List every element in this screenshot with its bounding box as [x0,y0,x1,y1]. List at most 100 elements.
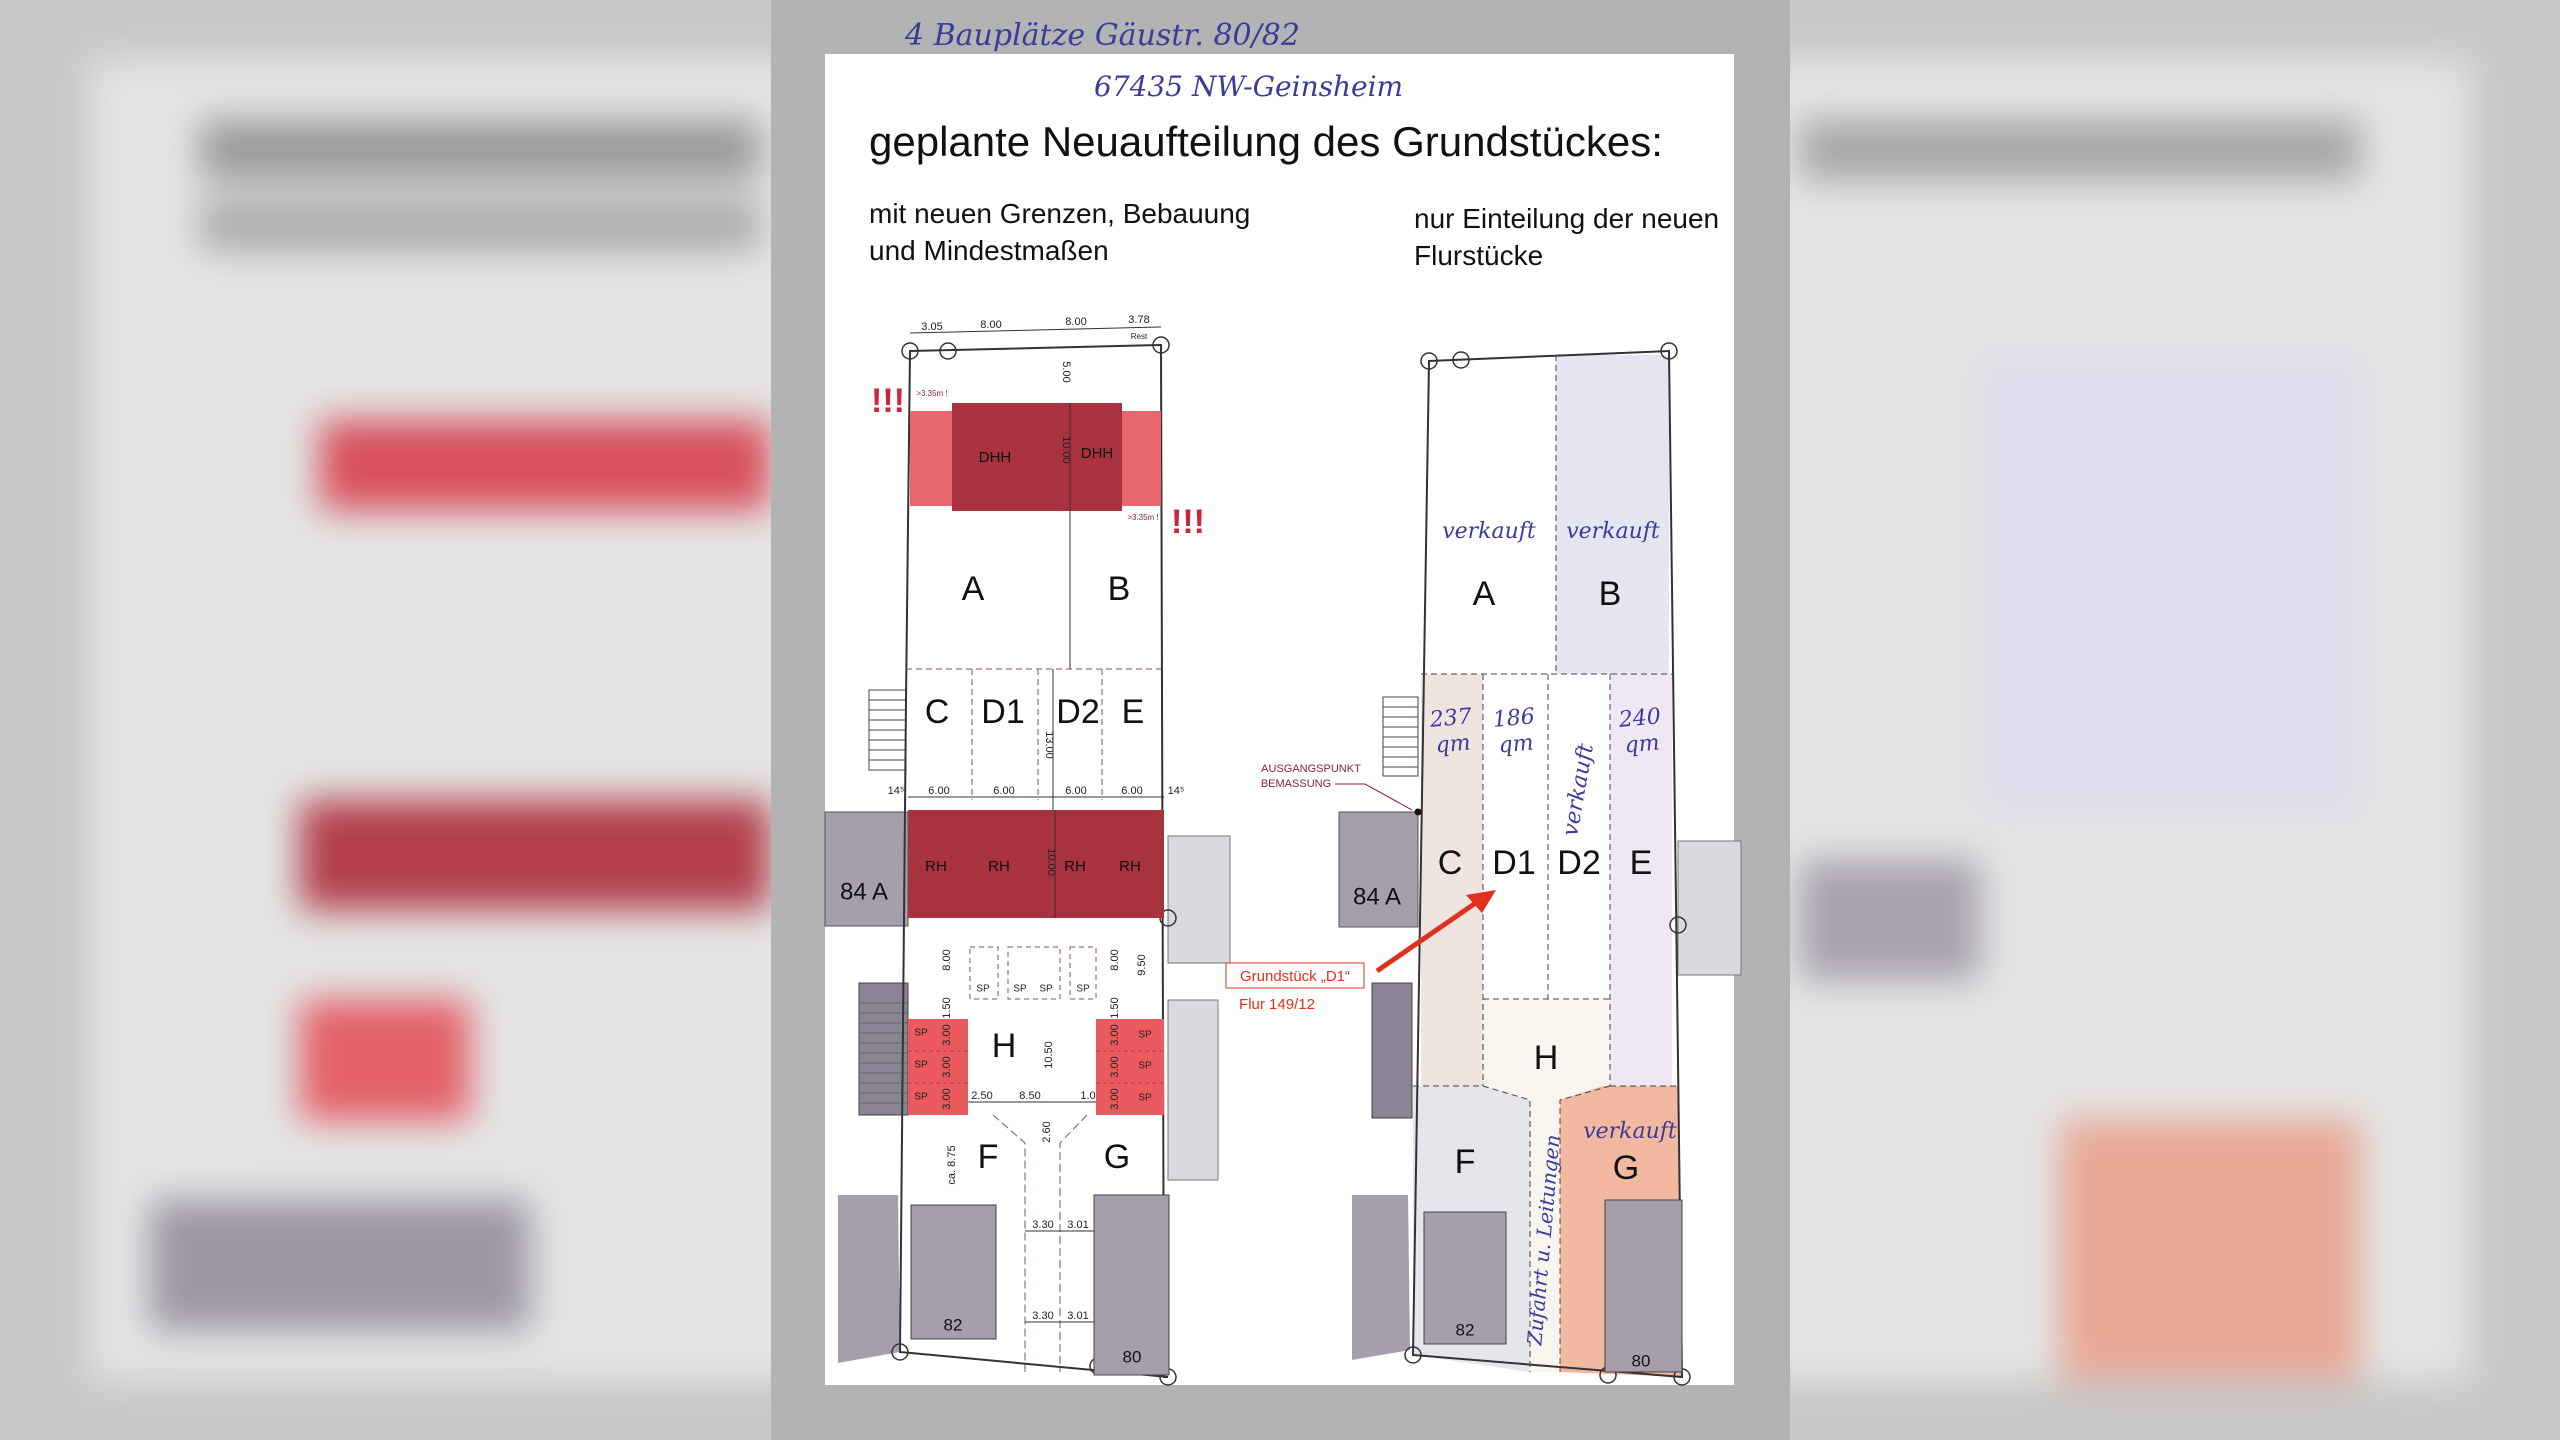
plot-label-f: F [978,1138,999,1176]
dim-rh-depth: 10.00 [1045,848,1057,876]
dim-row-width-2: 6.00 [993,785,1014,797]
dim-top-2: 8.00 [980,319,1001,331]
origin-leader-line [1335,783,1413,811]
neighbour-right [1167,835,1231,964]
left-subtitle-line1: mit neuen Grenzen, Bebauung [869,198,1251,229]
origin-label-line2: BEMASSUNG [1261,778,1331,790]
dim-min-gap-2: >3.35m ! [1127,513,1158,522]
dim-parking-right-6: 3.00 [1109,1088,1121,1109]
plot-label-d2: D2 [1056,693,1099,731]
dim-parking-left-3: 3.00 [941,1024,953,1045]
callout-flur: Flur 149/12 [1239,996,1315,1013]
dim-parking-right-2: 9.50 [1136,954,1148,975]
dim-parking-right-4: 3.00 [1109,1024,1121,1045]
dim-h-depth: 10.50 [1043,1041,1055,1069]
rh-label-4: RH [1119,858,1141,875]
boundary-markers [891,336,1177,1386]
status-b-sold: verkauft [1566,519,1660,544]
dim-parking-left-5: 3.00 [941,1088,953,1109]
parking-right-3: SP [1138,1093,1152,1104]
right-plot-label-h: H [1534,1039,1559,1077]
plot-e-area [1610,674,1672,1086]
building-80 [1093,1194,1170,1376]
rh-footprint [908,810,1164,918]
neighbour-84a-label: 84 A [840,878,888,905]
dim-parking-left-1: 8.00 [941,949,953,970]
plot-label-b: B [1108,570,1131,608]
right-plot-label-a: A [1473,575,1496,613]
neighbour-84a-right [1338,811,1419,928]
building-82-right-label: 82 [1456,1320,1475,1339]
plot-label-h: H [992,1027,1017,1065]
building-82-right [1423,1211,1507,1345]
parking-left-1: SP [914,1028,928,1039]
status-a-sold: verkauft [1442,519,1536,544]
dim-row-width-1: 6.00 [928,785,949,797]
dim-top-4: 3.78 [1128,314,1149,326]
dim-parking-left-2: 1.50 [941,997,953,1018]
right-plan: 84 A A B C D1 D2 E H F G 82 [1225,342,1742,1386]
dim-access-2a: 3.30 [1032,1310,1053,1322]
dim-parking-right-3: 1.50 [1109,997,1121,1018]
dim-setback: 5.00 [1060,361,1072,382]
left-plan: DHH DHH !!! !!! 3.05 8.00 8.00 3.78 Rest… [824,314,1231,1386]
parking-top-2: SP [1013,984,1027,995]
dim-h-width-1: 2.50 [971,1090,992,1102]
right-plot-label-d1: D1 [1492,844,1535,882]
dim-access-1a: 3.30 [1032,1219,1053,1231]
stairs-icon [1371,696,1419,1119]
dim-f-depth: ca. 8.75 [946,1145,958,1184]
right-plot-label-d2: D2 [1557,844,1600,882]
parking-top-1: SP [976,984,990,995]
left-subtitle: mit neuen Grenzen, Bebauung und Mindestm… [869,195,1250,269]
plot-label-d1: D1 [981,693,1024,731]
plot-a-area [1429,361,1556,674]
parking-top-4: SP [1076,984,1090,995]
right-plot-label-b: B [1599,575,1622,613]
dim-parking-left-4: 3.00 [941,1056,953,1077]
plot-d-area [1483,674,1610,999]
building-80-right-label: 80 [1632,1351,1651,1370]
dim-min-gap-1: >3.35m ! [916,389,947,398]
left-subtitle-line2: und Mindestmaßen [869,235,1109,266]
neighbour-right-plot [1677,840,1742,976]
parking-left-3: SP [914,1092,928,1103]
parking-left-2: SP [914,1060,928,1071]
building-80-right [1604,1199,1683,1373]
neighbour-right-2 [1167,999,1219,1181]
dim-h-width-2: 8.50 [1019,1090,1040,1102]
dim-top-1: 3.05 [921,321,942,333]
callout-box [1225,962,1365,989]
handwritten-address-line2: 67435 NW-Geinsheim [1094,70,1404,103]
warning-mark-left: !!! [871,382,905,420]
area-e: 240 qm [1617,704,1662,759]
dim-top-3: 8.00 [1065,316,1086,328]
neighbour-84a [824,811,909,927]
plot-label-c: C [925,693,950,731]
building-82-label: 82 [944,1315,963,1334]
right-subtitle-line1: nur Einteilung der neuen [1414,203,1720,234]
origin-label-line1: AUSGANGSPUNKT [1261,763,1361,775]
status-g-sold: verkauft [1583,1119,1677,1144]
right-subtitle: nur Einteilung der neuen Flurstücke [1414,200,1719,274]
handwritten-address-line1: 4 Bauplätze Gäustr. 80/82 [905,18,1300,53]
parking-top-3: SP [1039,984,1053,995]
rh-label-1: RH [925,858,947,875]
right-plot-boundary [1411,349,1684,1379]
dim-parking-right-1: 8.00 [1109,949,1121,970]
parking-right [1096,1019,1164,1115]
dim-rest: Rest [1131,332,1148,341]
dim-h-width-3: 1.0 [1080,1090,1095,1102]
callout-plot: Grundstück „D1“ [1240,968,1350,985]
plot-label-e: E [1122,693,1145,731]
dim-row-depth: 13.00 [1043,731,1055,759]
parking-right-2: SP [1138,1061,1152,1072]
dim-dhh-depth: 10.00 [1060,436,1072,464]
right-subtitle-line2: Flurstücke [1414,240,1544,271]
neighbour-84a-right-label: 84 A [1353,883,1401,910]
page-title: geplante Neuaufteilung des Grundstückes: [869,118,1663,165]
dhh-label-1: DHH [979,449,1012,466]
plot-h-area [1483,999,1610,1372]
building-80-label: 80 [1123,1347,1142,1366]
dim-access-2b: 3.01 [1067,1310,1088,1322]
